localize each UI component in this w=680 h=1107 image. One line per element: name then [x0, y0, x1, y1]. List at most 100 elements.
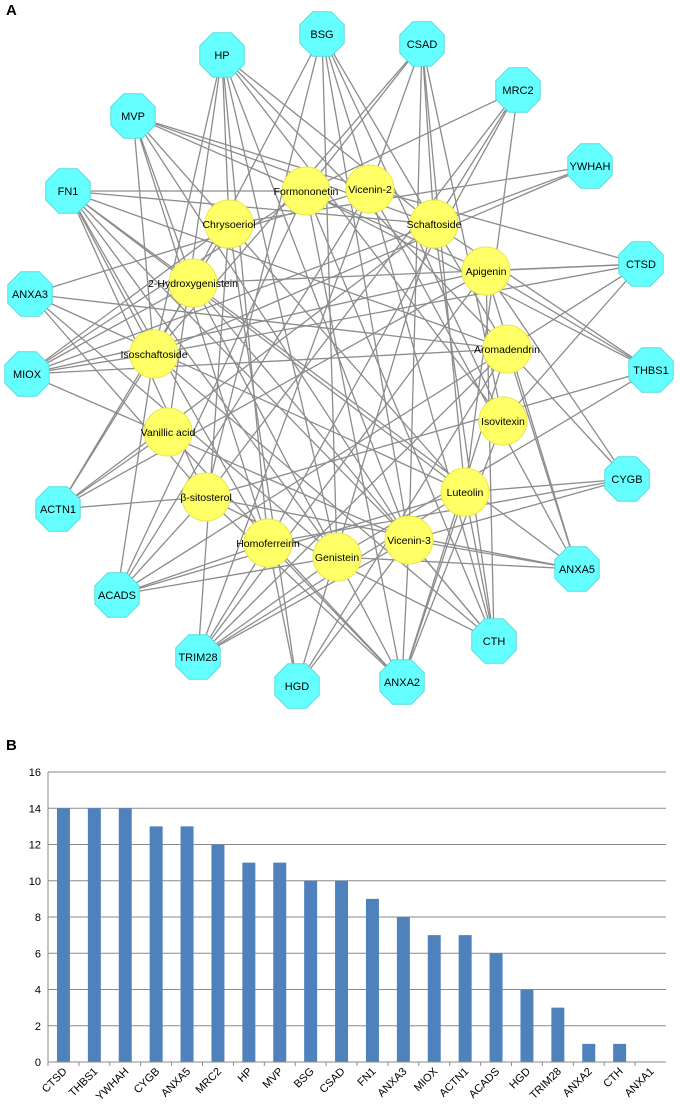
compound-node-shape	[312, 532, 362, 582]
network-edge	[29, 293, 466, 493]
network-edge	[305, 190, 403, 683]
compound-node-apigenin: Apigenin	[461, 246, 511, 296]
target-node-trim28: TRIM28	[175, 634, 221, 680]
network-edge	[167, 54, 223, 433]
network-edge	[221, 54, 269, 544]
compound-node-label: Homoferreirin	[236, 538, 300, 550]
compound-node-label: Vicenin-2	[348, 184, 392, 196]
network-edge	[67, 190, 410, 541]
compound-node-luteolin: Luteolin	[440, 467, 490, 517]
compound-target-network: HPBSGCSADMRC2YWHAHCTSDTHBS1CYGBANXA5CTHA…	[4, 11, 674, 709]
compound-node-shape	[143, 407, 193, 457]
compound-node-genistein: Genistein	[312, 532, 362, 582]
compound-node-label: Luteolin	[447, 487, 484, 499]
x-tick-label: YWHAH	[94, 1066, 131, 1103]
network-edge	[192, 282, 403, 683]
network-edge	[221, 54, 435, 225]
x-tick-label: CTH	[601, 1066, 626, 1091]
network-edge	[506, 348, 578, 570]
network-edge	[205, 496, 403, 683]
network-edge	[369, 43, 423, 190]
compound-node-homoferreirin: Homoferreirin	[236, 518, 300, 568]
target-node-shape	[4, 351, 50, 397]
target-node-bsg: BSG	[299, 11, 345, 57]
compound-node-shape	[482, 324, 532, 374]
bar-miox	[427, 935, 441, 1062]
network-edge	[506, 348, 628, 480]
x-tick-label: HGD	[507, 1066, 533, 1092]
network-edge	[267, 478, 628, 544]
target-node-hgd: HGD	[274, 663, 320, 709]
network-edge	[67, 190, 508, 350]
compound-node-label: Apigenin	[466, 266, 507, 278]
network-edge	[408, 478, 628, 541]
y-tick-label: 16	[29, 767, 41, 779]
network-edge	[408, 43, 423, 541]
network-edge	[305, 89, 519, 192]
bar-anxa3	[396, 917, 410, 1062]
network-edge	[26, 373, 410, 541]
network-edge	[26, 348, 508, 375]
x-tick-label: MRC2	[194, 1066, 225, 1097]
network-edge	[116, 348, 508, 596]
network-edge	[132, 115, 269, 544]
network-edge	[408, 539, 578, 570]
target-node-shape	[379, 659, 425, 705]
network-edge	[464, 491, 495, 642]
target-node-shape	[35, 486, 81, 532]
target-node-hp: HP	[199, 32, 245, 78]
compound-node-label: Isovitexin	[481, 416, 525, 428]
target-node-shape	[110, 93, 156, 139]
network-edge	[267, 89, 519, 544]
x-tick-label: BSG	[292, 1066, 317, 1091]
network-edge	[401, 420, 504, 683]
network-edge	[205, 33, 323, 498]
network-edge	[153, 165, 591, 355]
network-edge	[321, 33, 371, 190]
target-node-shape	[554, 546, 600, 592]
compound-node-shape	[461, 246, 511, 296]
network-edge	[433, 89, 519, 225]
target-node-label: ANXA2	[384, 677, 420, 689]
network-edge	[116, 556, 338, 596]
network-edge	[132, 115, 194, 284]
bar-fn1	[365, 898, 379, 1062]
compound-node-label: Chrysoeriol	[202, 219, 255, 231]
compound-node-shape	[478, 396, 528, 446]
compound-node-shape	[345, 164, 395, 214]
network-edge	[369, 188, 578, 570]
network-edge	[464, 478, 628, 493]
compound-node-label: β-sitosterol	[180, 492, 232, 504]
compound-node-schaftoside: Schaftoside	[407, 199, 462, 249]
network-edge	[296, 223, 435, 687]
network-edge	[132, 115, 466, 493]
target-node-label: MIOX	[13, 369, 42, 381]
compound-node-shape	[181, 472, 231, 522]
network-edge	[321, 33, 338, 558]
target-node-label: ANXA3	[12, 289, 48, 301]
target-node-shape	[399, 21, 445, 67]
target-node-shape	[495, 67, 541, 113]
bar-cygb	[149, 826, 163, 1062]
network-edge	[197, 188, 371, 658]
network-edge	[502, 263, 642, 422]
target-node-label: HGD	[285, 681, 310, 693]
network-edge	[116, 542, 269, 596]
bar-thbs1	[87, 808, 101, 1062]
compound-node-shape	[168, 258, 218, 308]
bar-cth	[613, 1043, 627, 1062]
compound-node-label: Schaftoside	[407, 219, 462, 231]
target-node-shape	[175, 634, 221, 680]
compound-node-chrysoeriol: Chrysoeriol	[202, 199, 256, 249]
x-tick-label: MVP	[261, 1066, 286, 1091]
chart-bars	[56, 808, 627, 1062]
y-tick-label: 10	[29, 876, 41, 888]
compound-node-label: Formononetin	[274, 186, 339, 198]
target-node-cygb: CYGB	[604, 456, 650, 502]
target-node-anxa3: ANXA3	[7, 271, 53, 317]
network-edges	[26, 33, 652, 687]
x-tick-label: TRIM28	[528, 1066, 564, 1102]
network-edge	[57, 496, 207, 510]
